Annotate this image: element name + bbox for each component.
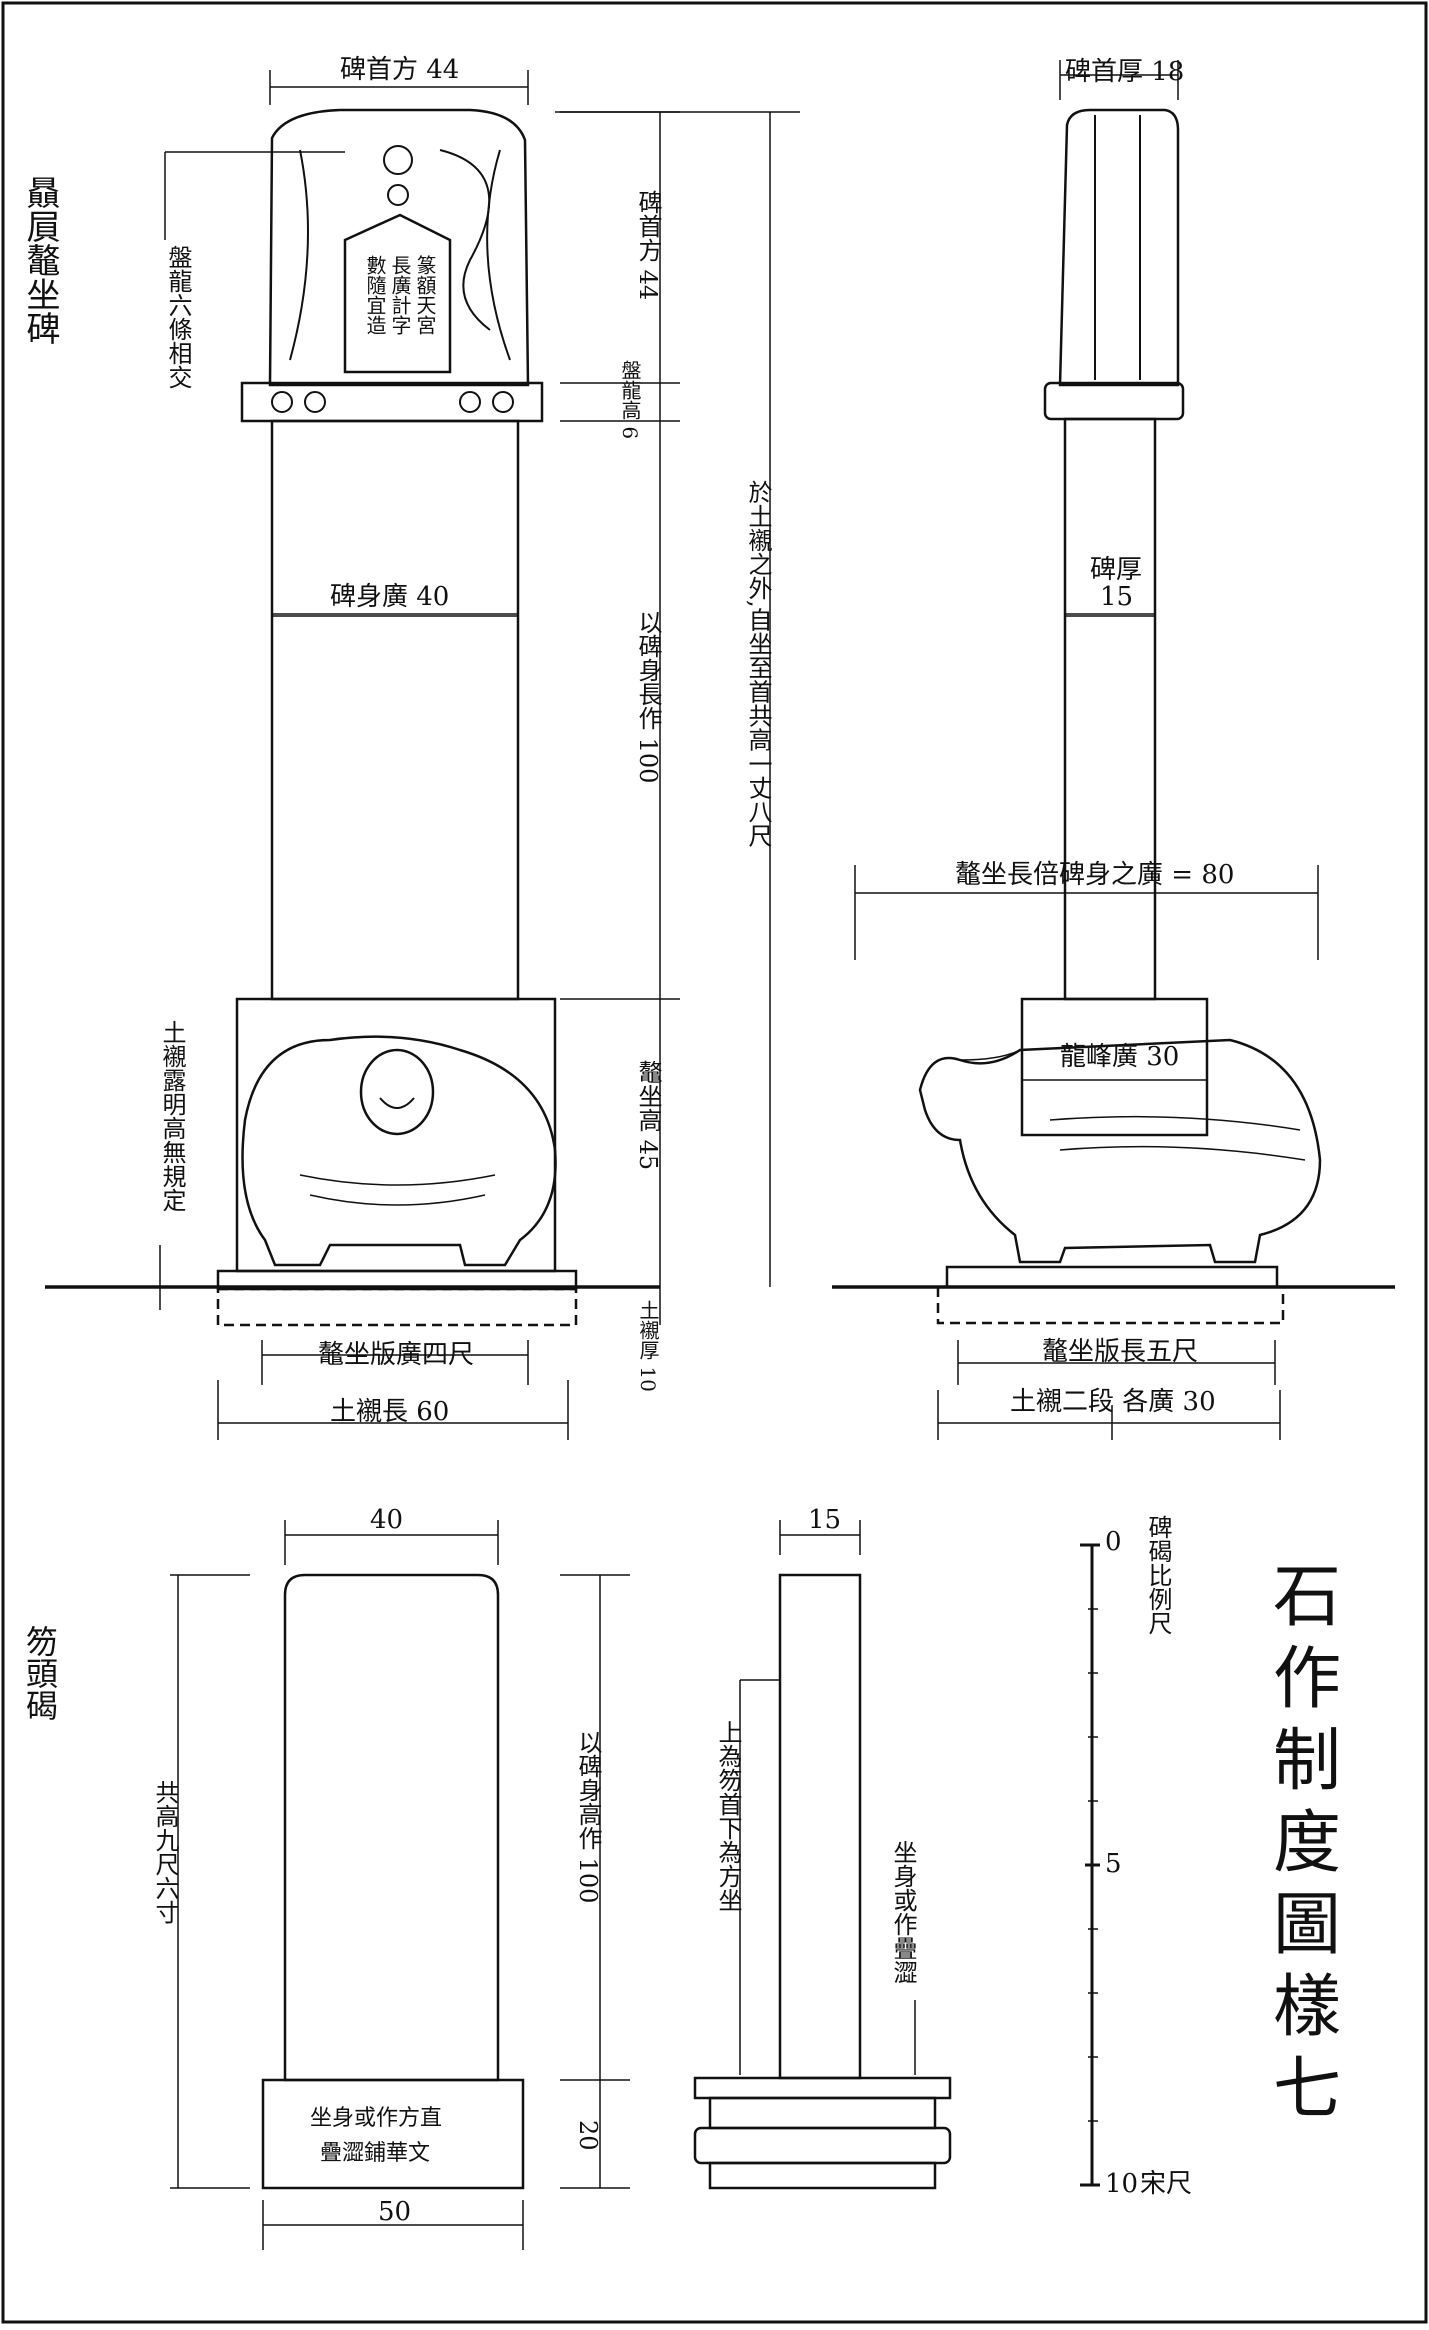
soil-note: 土襯露明高無規定 [158, 1020, 186, 1212]
tablet-base-note-1: 坐身或作方直 [310, 2106, 442, 2131]
side-base-plate-label: 鼇坐版長五尺 [1042, 1337, 1198, 1367]
scale-tick-0: 0 [1105, 1527, 1122, 1557]
socket-block [1020, 997, 1209, 1137]
tablet-side-step-2 [708, 2096, 937, 2130]
scale-unit: 宋尺 [1140, 2169, 1192, 2199]
head-thickness-label: 碑首厚 18 [1065, 57, 1184, 87]
soil-thickness-label: 土襯厚 10 [636, 1300, 660, 1392]
side-dimensions [854, 60, 1319, 1440]
tablet-base-note-2: 疊澀鋪華文 [320, 2141, 430, 2166]
turtle-head [359, 1048, 435, 1136]
body-height-label: 以碑身長作 100 [634, 610, 662, 783]
inscription-panel [343, 213, 452, 374]
head-height-label: 碑首方 44 [634, 190, 662, 300]
inscription-line-2: 長廣計字 [388, 255, 412, 335]
stele-side-view [832, 108, 1395, 1325]
turtle-shell [241, 1035, 557, 1267]
tablet-width-label: 40 [370, 1505, 403, 1535]
scale-bar [1080, 1543, 1100, 2187]
scale-label: 碑碣比例尺 [1144, 1515, 1172, 1635]
tablet-head-note: 上為笏首下為方坐 [714, 1720, 742, 1912]
side-base-plate [945, 1265, 1279, 1289]
plinth-height-label: 盤龍高 6 [618, 360, 642, 439]
tablet-seat-note: 坐身或作疊澀 [889, 1840, 917, 1984]
stele-front-view [45, 108, 660, 1327]
front-dimensions [159, 70, 800, 1440]
dragon-note: 盤龍六條相交 [164, 245, 192, 389]
seat-height-label: 鼇坐高 45 [634, 1060, 662, 1170]
tablet-base-width-label: 50 [378, 2197, 411, 2227]
tablet-total-height-label: 共高九尺六寸 [151, 1780, 179, 1924]
sheet-title: 石作制度圖樣七 [1261, 1560, 1340, 2134]
tablet-body-height-label: 以碑身高作 100 [574, 1730, 602, 1903]
tablet-side-body [778, 1573, 862, 2080]
scale-tick-10: 10 [1105, 2169, 1138, 2199]
soil-pieces-label: 土襯二段 各廣 30 [1010, 1387, 1216, 1417]
total-height-label: 於土襯之外,自坐至首共高一丈八尺 [744, 480, 772, 848]
tablet-side-view [693, 1573, 952, 2190]
tablet-front-dimensions [170, 1520, 630, 2250]
side-body [1063, 417, 1157, 1001]
side-soil [936, 1285, 1285, 1325]
socket-label: 龍峰廣 30 [1060, 1042, 1179, 1072]
head-plinth [240, 381, 544, 423]
tablet-body [283, 1573, 500, 2082]
tablet-side-step-4 [708, 2161, 937, 2190]
tablet-side-step-1 [693, 2076, 952, 2100]
body-thickness-value: 15 [1100, 582, 1133, 612]
tablet-base [261, 2078, 525, 2190]
stele-head [268, 108, 530, 387]
stele-title: 贔屓鼇坐碑 [20, 175, 60, 345]
tablet-base-height-label: 20 [574, 2120, 602, 2151]
base-plate-width-label: 鼇坐版廣四尺 [318, 1340, 474, 1370]
head-width-label: 碑首方 44 [340, 55, 459, 85]
tablet-side-step-3 [693, 2126, 952, 2165]
soil-length-label: 土襯長 60 [330, 1397, 449, 1427]
inscription-line-1: 篆額天宮 [413, 255, 437, 335]
tablet-side-dimensions [739, 1520, 916, 2075]
seat-length-label: 鼇坐長倍碑身之廣 = 80 [955, 860, 1234, 890]
inscription-line-3: 數隨宜造 [363, 255, 387, 335]
side-head [1058, 108, 1180, 387]
side-turtle [918, 1038, 1322, 1264]
stele-body [270, 419, 520, 1001]
tablet-front-view [261, 1573, 525, 2190]
body-width-label: 碑身廣 40 [330, 582, 449, 612]
side-plinth [1043, 381, 1185, 421]
soil-lining [216, 1287, 578, 1327]
body-thickness-label: 碑厚 [1090, 555, 1142, 585]
tablet-thickness-label: 15 [808, 1505, 841, 1535]
tablet-title: 笏頭碣 [21, 1625, 59, 1721]
scale-tick-5: 5 [1105, 1849, 1122, 1879]
